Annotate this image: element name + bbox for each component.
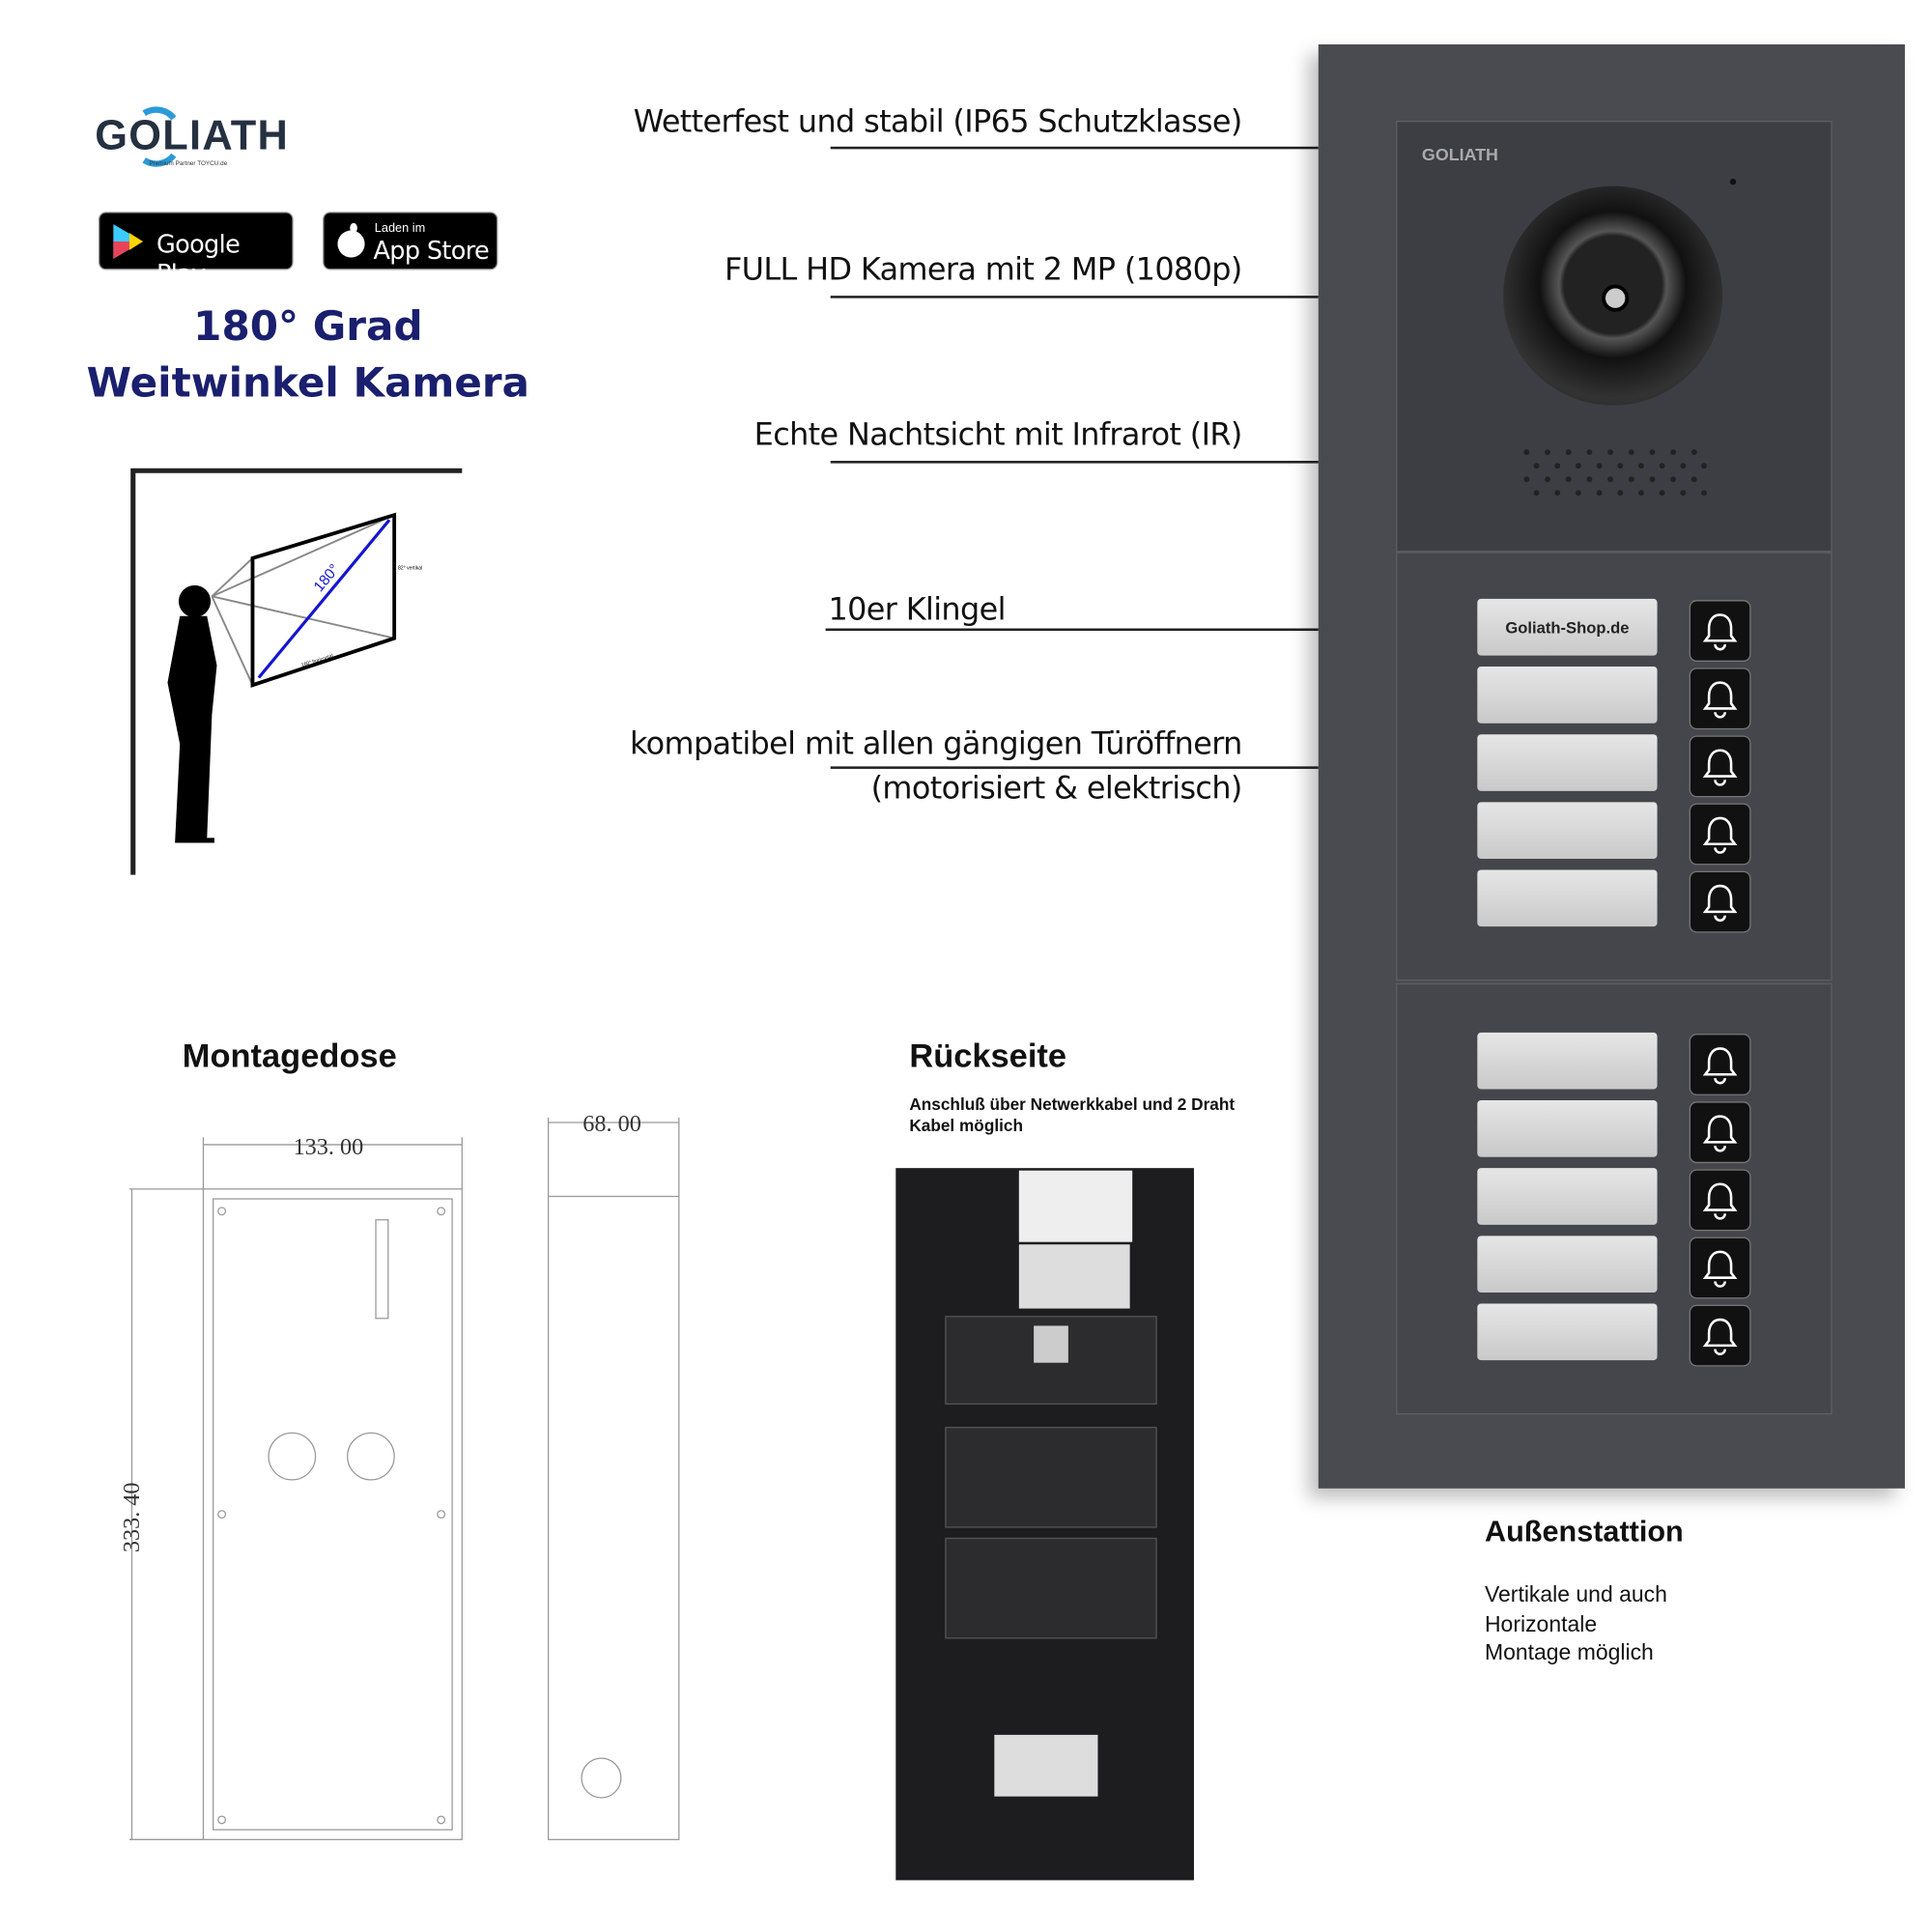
- fov-angle-label: 180°: [311, 561, 343, 595]
- bell-icon: [1702, 681, 1738, 719]
- speaker-grille-icon: [1523, 449, 1707, 497]
- feature-line: [825, 628, 1319, 632]
- camera-module: GOLIATH: [1396, 120, 1833, 553]
- feature-nightvision: Echte Nachtsicht mit Infrarot (IR): [753, 416, 1243, 453]
- fov-vertical-label: 82° vertikal: [398, 565, 422, 571]
- camera-lens-icon: [1503, 185, 1723, 406]
- width-dimension: 133. 00: [294, 1134, 364, 1160]
- name-label: [1477, 1236, 1658, 1293]
- logo-tagline: Premium Partner TOYCU.de: [149, 159, 228, 168]
- google-play-button[interactable]: Google Play: [99, 212, 294, 288]
- name-label: [1477, 734, 1658, 791]
- depth-dimension: 68. 00: [582, 1111, 641, 1137]
- feature-line: [830, 146, 1319, 150]
- aussenstation-title: Außenstattion: [1484, 1515, 1684, 1549]
- camera-heading: 180° Grad Weitwinkel Kamera: [74, 298, 543, 412]
- feature-weatherproof: Wetterfest und stabil (IP65 Schutzklasse…: [633, 103, 1243, 140]
- bell-button[interactable]: [1689, 1169, 1751, 1232]
- logo-ring-icon: [142, 106, 177, 167]
- feature-line: [830, 766, 1319, 769]
- bell-button[interactable]: [1689, 1034, 1751, 1095]
- bell-icon: [1702, 1250, 1738, 1288]
- logo-text: GOLIATH: [95, 112, 290, 159]
- name-label: [1477, 1032, 1658, 1090]
- bell-icon: [1702, 613, 1738, 651]
- app-store-label: App Store: [373, 235, 490, 266]
- name-label: Goliath-Shop.de: [1477, 598, 1658, 656]
- name-label: [1477, 802, 1658, 860]
- sensor-icon: [1729, 178, 1737, 185]
- app-store-small: Laden im: [374, 221, 426, 236]
- bell-button[interactable]: [1689, 668, 1751, 730]
- panel-logo: GOLIATH: [1421, 144, 1498, 164]
- person-silhouette: [167, 584, 217, 843]
- bell-button[interactable]: [1689, 600, 1751, 662]
- bell-button[interactable]: [1689, 1236, 1751, 1299]
- bell-icon: [1702, 749, 1738, 786]
- desc-line: Montage möglich: [1484, 1639, 1654, 1665]
- bell-button[interactable]: [1689, 870, 1751, 933]
- aussenstation-desc: Vertikale und auch Horizontale Montage m…: [1485, 1580, 1667, 1667]
- feature-compatible-sub: (motorisiert & elektrisch): [870, 770, 1243, 807]
- app-store-button[interactable]: Laden im App Store: [323, 212, 498, 270]
- bell-button[interactable]: [1689, 1304, 1751, 1367]
- name-label: [1477, 869, 1658, 927]
- montagedose-drawing: 133. 00 68. 00 333. 40: [119, 1111, 680, 1840]
- bell-button[interactable]: [1689, 803, 1751, 866]
- bell-icon: [1702, 884, 1738, 922]
- bell-icon: [1702, 1182, 1738, 1220]
- bell-icon: [1702, 1115, 1738, 1152]
- bell-icon: [1702, 816, 1738, 854]
- heading-line1: 180° Grad: [193, 301, 423, 351]
- feature-compatible: kompatibel mit allen gängigen Türöffnern: [629, 725, 1242, 762]
- bell-icon: [1702, 1318, 1738, 1355]
- feature-bells: 10er Klingel: [828, 591, 1006, 628]
- feature-camera: FULL HD Kamera mit 2 MP (1080p): [724, 251, 1242, 288]
- desc-line: Vertikale und auch: [1484, 1581, 1667, 1607]
- name-label: [1477, 1100, 1658, 1157]
- bell-icon: [1702, 1047, 1738, 1085]
- feature-line: [830, 296, 1319, 298]
- bell-button[interactable]: [1689, 1101, 1751, 1164]
- goliath-logo: GOLIATH Premium Partner TOYCU.de: [95, 106, 290, 168]
- heading-line2: Weitwinkel Kamera: [86, 358, 530, 407]
- google-play-icon: [113, 224, 143, 259]
- fov-diagram: 180° 82° vertikal 160° horizontal: [130, 468, 463, 875]
- google-play-label: Google Play: [156, 229, 241, 289]
- height-dimension: 333. 40: [119, 1482, 145, 1552]
- apple-icon: [337, 222, 365, 258]
- name-label: [1477, 1168, 1658, 1225]
- bell-button[interactable]: [1689, 735, 1751, 798]
- name-label: [1477, 667, 1658, 724]
- rear-view-photo: [895, 1168, 1194, 1881]
- montagedose-title: Montagedose: [182, 1037, 397, 1075]
- desc-line: Horizontale: [1484, 1610, 1598, 1636]
- rueckseite-desc: Anschluß über Netwerkkabel und 2 Draht K…: [909, 1094, 1236, 1135]
- name-label: [1477, 1303, 1658, 1361]
- feature-line: [830, 461, 1319, 464]
- rueckseite-title: Rückseite: [909, 1037, 1067, 1075]
